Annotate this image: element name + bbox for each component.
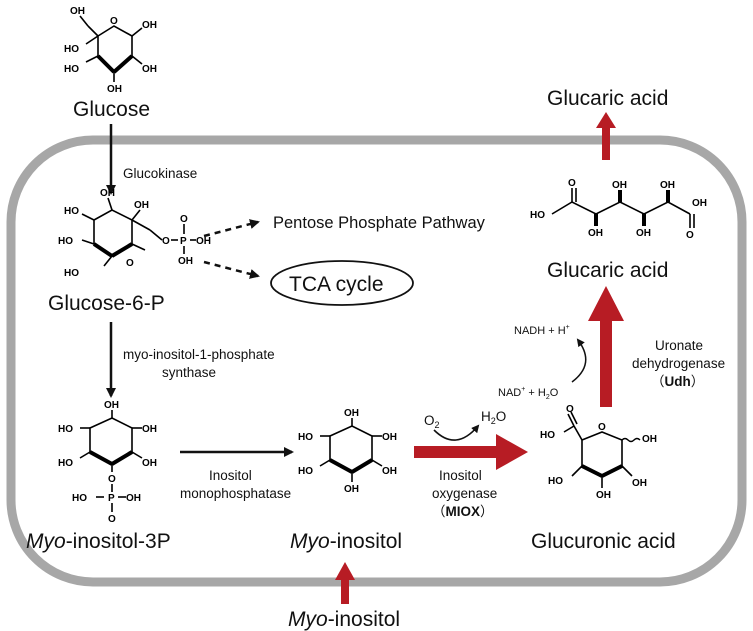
mips-label-line2: synthase — [162, 365, 216, 380]
svg-text:OH: OH — [142, 20, 157, 31]
svg-text:OH: OH — [382, 432, 397, 443]
miox-label-line2: oxygenase — [432, 486, 497, 501]
svg-text:HO: HO — [298, 432, 313, 443]
import-red-arrow — [335, 562, 355, 604]
export-red-arrow — [596, 112, 616, 160]
tca-cycle-ellipse — [270, 260, 414, 306]
svg-text:HO: HO — [548, 476, 563, 487]
miox-red-arrow — [414, 434, 528, 470]
svg-text:HO: HO — [530, 210, 545, 221]
svg-text:O: O — [108, 514, 116, 525]
glucose-6-p-label: Glucose-6-P — [48, 292, 165, 315]
glucokinase-label: Glucokinase — [123, 166, 197, 181]
svg-text:HO: HO — [64, 64, 79, 75]
svg-text:OH: OH — [142, 458, 157, 469]
svg-text:HO: HO — [540, 430, 555, 441]
svg-text:OH: OH — [142, 64, 157, 75]
svg-text:OH: OH — [632, 478, 647, 489]
myo-inositol-3p-structure: OH HO OH HO OH O P HO OH O — [58, 400, 157, 525]
glucose-label: Glucose — [73, 98, 150, 121]
svg-text:OH: OH — [107, 84, 122, 95]
imp-label-line2: monophosphatase — [180, 486, 291, 501]
svg-text:OH: OH — [178, 256, 193, 267]
svg-text:O: O — [598, 422, 606, 433]
svg-text:O: O — [162, 236, 170, 247]
svg-text:O: O — [108, 474, 116, 485]
nadh-label: NADH + H+ — [514, 324, 570, 337]
ppp-label: Pentose Phosphate Pathway — [273, 214, 486, 232]
svg-text:OH: OH — [612, 180, 627, 191]
mips-label-line1: myo-inositol-1-phosphate — [123, 347, 275, 362]
miox-abbr: （MIOX） — [432, 504, 494, 519]
cell-membrane — [6, 135, 747, 587]
nad-label: NAD+ + H2O — [498, 386, 559, 401]
svg-text:OH: OH — [126, 493, 141, 504]
svg-text:O: O — [566, 404, 574, 415]
svg-text:O: O — [568, 178, 576, 189]
myo-inositol-outside-label: Myo-inositol — [288, 608, 400, 631]
svg-text:OH: OH — [636, 228, 651, 239]
udh-label-line2: dehydrogenase — [632, 356, 725, 371]
svg-text:OH: OH — [642, 434, 657, 445]
udh-red-arrow — [588, 286, 624, 407]
svg-text:HO: HO — [58, 458, 73, 469]
svg-text:OH: OH — [100, 188, 115, 199]
svg-text:OH: OH — [660, 180, 675, 191]
svg-text:OH: OH — [104, 400, 119, 411]
svg-text:OH: OH — [382, 466, 397, 477]
o2-label: O2 — [424, 413, 440, 430]
myo-inositol-label: Myo-inositol — [290, 530, 402, 553]
nad-nadh-curved-arrow — [571, 338, 587, 383]
svg-text:OH: OH — [142, 424, 157, 435]
udh-abbr: （Udh） — [651, 374, 704, 389]
glucaric-acid-inside-label: Glucaric acid — [547, 259, 668, 282]
svg-text:OH: OH — [692, 198, 707, 209]
glucose-6-p-structure: OH OH HO HO HO O O P O OH OH — [58, 188, 211, 279]
svg-text:P: P — [108, 493, 115, 504]
svg-text:HO: HO — [72, 493, 87, 504]
glucuronic-acid-structure: O O HO OH OH OH HO — [540, 404, 657, 501]
svg-text:OH: OH — [344, 484, 359, 495]
glucose-structure: OH O OH OH HO HO OH — [64, 6, 157, 95]
tca-cycle-label: TCA cycle — [289, 273, 384, 296]
ppp-dashed-arrow — [203, 219, 260, 238]
imp-label-line1: Inositol — [209, 468, 252, 483]
glucaric-acid-structure: O HO OH OH OH OH O OH — [530, 178, 707, 241]
svg-text:O: O — [180, 214, 188, 225]
svg-text:OH: OH — [196, 236, 211, 247]
o2-h2o-curved-arrow — [433, 424, 480, 441]
tca-dashed-arrow — [203, 260, 260, 279]
svg-text:OH: OH — [344, 408, 359, 419]
udh-label-line1: Uronate — [655, 338, 703, 353]
svg-text:OH: OH — [596, 490, 611, 501]
svg-text:HO: HO — [58, 424, 73, 435]
svg-text:OH: OH — [134, 200, 149, 211]
svg-text:O: O — [126, 258, 134, 269]
svg-text:HO: HO — [298, 466, 313, 477]
svg-text:OH: OH — [588, 228, 603, 239]
svg-text:OH: OH — [70, 6, 85, 17]
miox-label-line1: Inositol — [439, 468, 482, 483]
svg-text:HO: HO — [64, 206, 79, 217]
svg-text:O: O — [110, 16, 118, 27]
svg-text:HO: HO — [64, 44, 79, 55]
myo-inositol-3p-label: Myo-inositol-3P — [26, 530, 171, 553]
svg-text:HO: HO — [58, 236, 73, 247]
glucuronic-acid-label: Glucuronic acid — [531, 530, 676, 553]
myo-inositol-structure: OH HO OH HO OH OH — [298, 408, 397, 495]
glucaric-acid-outside-label: Glucaric acid — [547, 87, 668, 110]
svg-text:HO: HO — [64, 268, 79, 279]
svg-text:O: O — [686, 230, 694, 241]
svg-text:P: P — [180, 236, 187, 247]
h2o-label: H2O — [481, 409, 506, 426]
